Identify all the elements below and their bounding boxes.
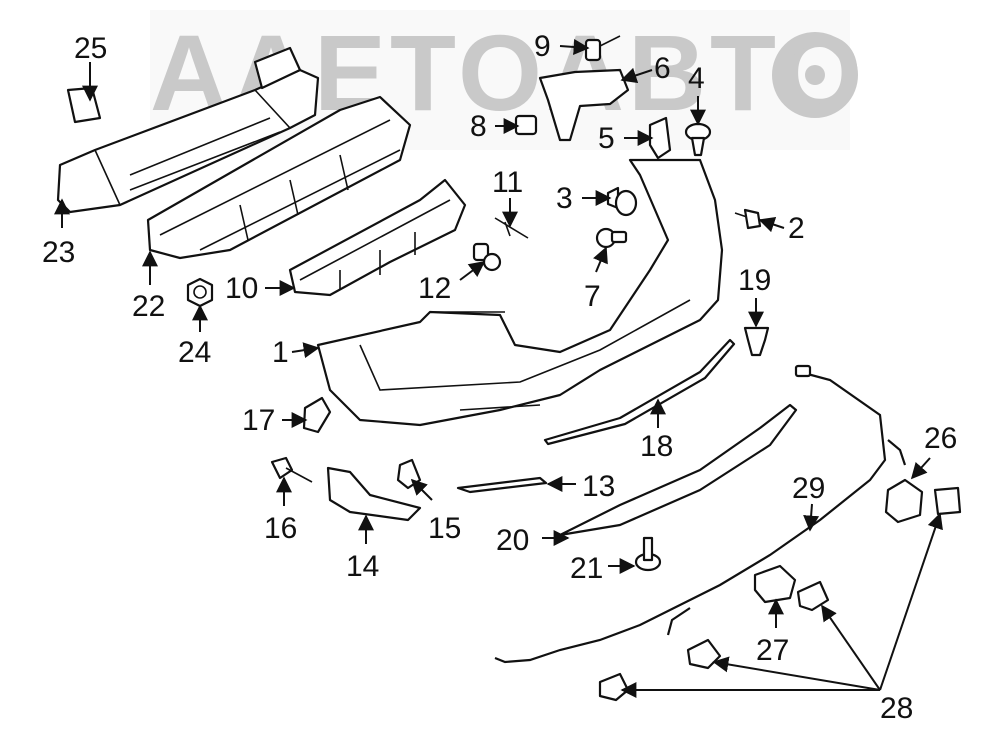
part-sensor-bezel — [933, 486, 962, 516]
part-sensor-26 — [884, 478, 924, 524]
part-harness-connector — [794, 364, 812, 378]
callout-16: 16 — [264, 512, 297, 545]
part-bolt-21 — [634, 536, 662, 572]
callout-3: 3 — [556, 182, 573, 215]
callout-19: 19 — [738, 264, 771, 297]
callout-20: 20 — [496, 524, 529, 557]
callout-27: 27 — [756, 634, 789, 667]
callout-15: 15 — [428, 512, 461, 545]
part-bolt-16 — [270, 456, 313, 483]
part-screw-2 — [734, 208, 762, 230]
part-nut — [186, 277, 214, 308]
part-bumper-cover — [316, 158, 724, 427]
leader-lines — [54, 38, 943, 698]
callout-22: 22 — [132, 290, 165, 323]
part-lower-valance — [558, 403, 798, 537]
part-push-pin-4 — [684, 122, 712, 157]
callout-13: 13 — [582, 470, 615, 503]
callout-28: 28 — [880, 692, 913, 725]
callout-7: 7 — [584, 280, 601, 313]
callout-18: 18 — [640, 430, 673, 463]
part-side-bracket — [288, 178, 467, 297]
callout-24: 24 — [178, 336, 211, 369]
part-reinforcement-bar — [56, 46, 320, 214]
callout-10: 10 — [225, 272, 258, 305]
callout-21: 21 — [570, 552, 603, 585]
part-upper-bracket — [538, 68, 630, 142]
part-screw-3 — [606, 186, 638, 217]
callout-12: 12 — [418, 272, 451, 305]
part-pin-19 — [743, 326, 770, 357]
callout-6: 6 — [654, 52, 671, 85]
callout-5: 5 — [598, 122, 615, 155]
callout-4: 4 — [688, 62, 705, 95]
callout-29: 29 — [792, 472, 825, 505]
callout-1: 1 — [272, 336, 289, 369]
part-sensor-27 — [753, 564, 830, 612]
part-clip-12 — [472, 242, 502, 272]
part-clip-17 — [302, 396, 332, 434]
callout-8: 8 — [470, 110, 487, 143]
callout-25: 25 — [74, 32, 107, 65]
part-clip-5 — [648, 116, 672, 160]
part-energy-absorber — [146, 95, 412, 260]
part-lower-bracket — [326, 466, 422, 522]
callout-17: 17 — [242, 404, 275, 437]
callout-9: 9 — [534, 30, 551, 63]
part-reflector — [456, 476, 548, 494]
callout-14: 14 — [346, 550, 379, 583]
part-tie-11 — [494, 217, 529, 239]
part-clip-7 — [595, 227, 628, 249]
callout-11: 11 — [492, 166, 523, 199]
callout-labels: 25 23 22 24 10 12 11 8 9 6 4 5 3 2 7 19 … — [42, 30, 957, 725]
part-wiring-harness — [494, 370, 907, 664]
callout-23: 23 — [42, 236, 75, 269]
part-trim-strip — [543, 338, 736, 446]
callout-2: 2 — [788, 212, 805, 245]
part-clip-8 — [514, 114, 538, 136]
callout-26: 26 — [924, 422, 957, 455]
